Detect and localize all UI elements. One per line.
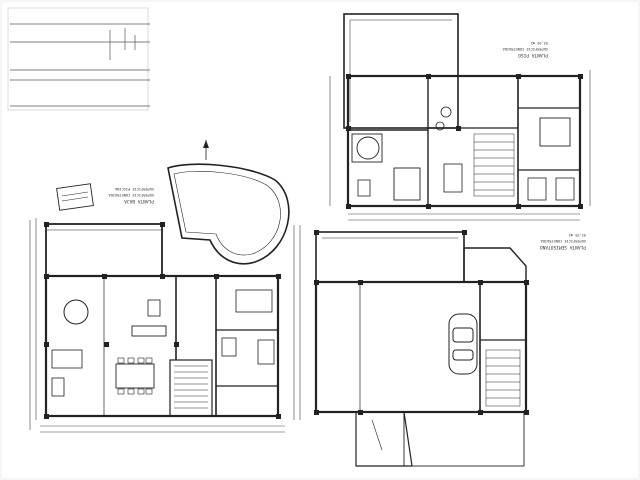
north-arrow-icon <box>203 140 209 160</box>
ground-floor-plan <box>29 163 301 433</box>
basement-plan <box>314 230 529 467</box>
basement-title: PLANTA SEMISOTANO <box>540 244 586 250</box>
ground-floor-title: PLANTA BAJA <box>124 198 154 204</box>
upper-floor-area: 93,95 m2 <box>531 41 548 45</box>
stamp <box>56 183 94 211</box>
title-block <box>7 7 150 111</box>
ground-floor-subtitle-1: SUPERFICIE CONSTRUIDA <box>108 193 154 197</box>
basement-area: 93,95 m2 <box>569 233 586 237</box>
car-icon <box>448 313 478 375</box>
basement-subtitle: SUPERFICIE CONSTRUIDA <box>540 239 586 243</box>
upper-floor-plan <box>329 13 591 221</box>
upper-floor-title: PLANTA PISO <box>518 52 548 58</box>
upper-floor-subtitle: SUPERFICIE CONSTRUIDA <box>502 47 548 51</box>
ground-floor-subtitle-2: SUPERFICIE PISCINA <box>114 187 154 191</box>
